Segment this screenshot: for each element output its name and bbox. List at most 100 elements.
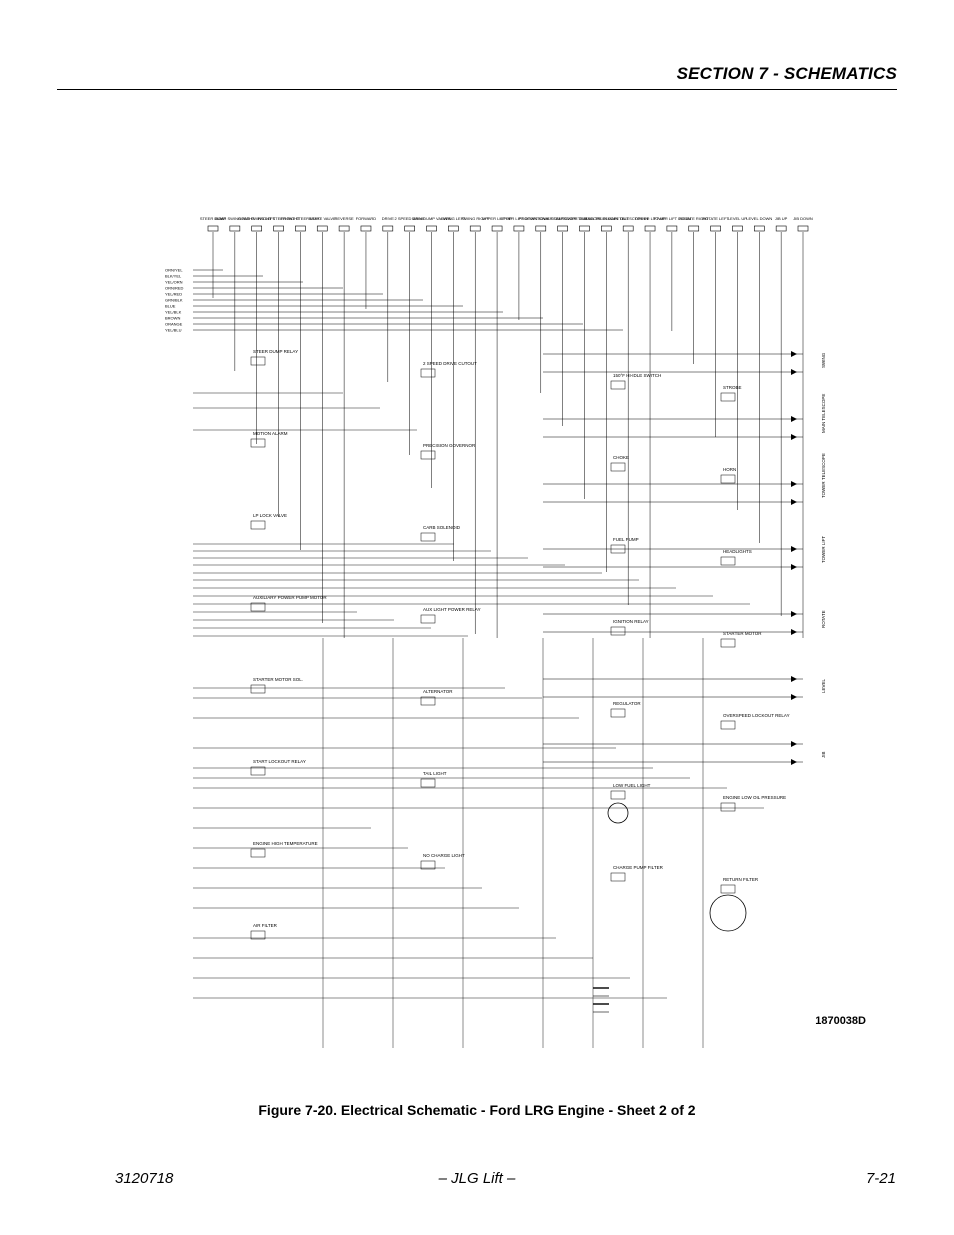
top-label: 2 SPEED DRIVE (395, 216, 426, 221)
component-label: STARTER MOTOR (723, 631, 762, 636)
diode (791, 434, 797, 440)
component-box (250, 684, 266, 694)
diode (791, 629, 797, 635)
top-label: TOWER LIFT UP (635, 216, 666, 221)
wire-label: ORN/RED (165, 286, 184, 291)
component-label: STROBE (723, 385, 742, 390)
diode (791, 546, 797, 552)
starter-motor (709, 894, 747, 932)
component-box (610, 872, 626, 882)
top-label: SWING LEFT (441, 216, 466, 221)
drawing-number: 1870038D (815, 1015, 866, 1027)
solenoid-coil (426, 225, 437, 232)
aux-pump-motor (607, 802, 629, 824)
top-label: MAIN DUMP VALVES (412, 216, 451, 221)
top-label: ROTATE LEFT (702, 216, 729, 221)
top-label: BOAR SWING RIGHT (215, 216, 255, 221)
solenoid-coil (732, 225, 743, 232)
solenoid-coil (644, 225, 656, 232)
component-label: LP LOCK VALVE (253, 513, 287, 518)
solenoid-coil (382, 225, 394, 232)
component-label: 150°F HI-IDLE SWITCH (613, 373, 661, 378)
wire-label: ORN/YEL (165, 268, 183, 273)
component-box (720, 802, 736, 812)
top-label: PROPORTIONAL DUMP (519, 216, 564, 221)
solenoid-coil (404, 225, 415, 232)
solenoid-coil (513, 225, 525, 232)
component-label: STARTER MOTOR SOL. (253, 677, 303, 682)
component-label: AUXILIARY POWER PUMP MOTOR (253, 595, 327, 600)
component-box (250, 602, 266, 612)
publisher: – JLG Lift – (438, 1170, 516, 1187)
component-box (420, 450, 436, 460)
top-label: FRONT STEER LEFT (281, 216, 321, 221)
top-label: BRAKE VALVE (309, 216, 336, 221)
diode (791, 694, 797, 700)
diode (791, 351, 797, 357)
component-label: AIR FILTER (253, 923, 278, 928)
component-box (420, 860, 436, 870)
top-label: FRONT STEER RIGHT (258, 216, 300, 221)
component-box (250, 356, 266, 366)
component-box (610, 462, 626, 472)
component-label: LOW FUEL LIGHT (613, 783, 651, 788)
diode (791, 564, 797, 570)
component-label: AUX LIGHT POWER RELAY (423, 607, 481, 612)
top-label: LEVEL DOWN (746, 216, 772, 221)
top-label: JIB UP (775, 216, 788, 221)
component-box (420, 778, 436, 788)
component-box (420, 532, 436, 542)
right-label: ROTATE (821, 610, 826, 628)
figure-caption: Figure 7-20. Electrical Schematic - Ford… (258, 1102, 696, 1118)
component-label: STEER DUMP RELAY (253, 349, 298, 354)
wire-label: YEL/BLK (165, 310, 182, 315)
component-label: ENGINE LOW OIL PRESSURE (723, 795, 786, 800)
component-box (610, 380, 626, 390)
solenoid-coil (666, 225, 678, 232)
solenoid-coil (579, 225, 590, 232)
solenoid-coil (622, 225, 634, 232)
solenoid-coil (601, 225, 612, 232)
component-box (610, 626, 626, 636)
top-label: STEER DUMP (200, 216, 227, 221)
component-box (720, 474, 736, 484)
component-box (420, 614, 436, 624)
component-label: CHARGE PUMP FILTER (613, 865, 664, 870)
component-box (610, 790, 626, 800)
component-label: START LOCKOUT RELAY (253, 759, 306, 764)
component-box (720, 884, 736, 894)
wire-label: BLUE (165, 304, 176, 309)
solenoid-coil (360, 225, 372, 232)
diode (791, 676, 797, 682)
component-label: OVERSPEED LOCKOUT RELAY (723, 713, 790, 718)
solenoid-coil (775, 225, 787, 232)
wire-label: YEL/ORN (165, 280, 183, 285)
diode (791, 499, 797, 505)
doc-number: 3120718 (115, 1170, 174, 1187)
component-box (610, 544, 626, 554)
solenoid-coil (753, 225, 765, 232)
top-label: SWING RIGHT (462, 216, 490, 221)
solenoid-coil (797, 225, 809, 232)
top-label: REVERSE (335, 216, 354, 221)
component-label: MOTION ALARM (253, 431, 288, 436)
page-number: 7-21 (865, 1170, 896, 1187)
solenoid-coil (448, 225, 459, 232)
right-label: MAIN TELESCOPE (821, 394, 826, 433)
solenoid-coil (557, 225, 568, 232)
solenoid-coil (229, 225, 241, 232)
diode (791, 481, 797, 487)
solenoid-coil (535, 225, 547, 232)
wire-label: BROWN (165, 316, 180, 321)
component-label: ENGINE HIGH TEMPERATURE (253, 841, 318, 846)
solenoid-coil (710, 225, 721, 232)
wire-label: YEL/RED (165, 292, 182, 297)
solenoid-coil (688, 225, 700, 232)
component-label: IGNITION RELAY (613, 619, 649, 624)
component-box (250, 766, 266, 776)
top-label: BOAR SWING LEFT (238, 216, 275, 221)
